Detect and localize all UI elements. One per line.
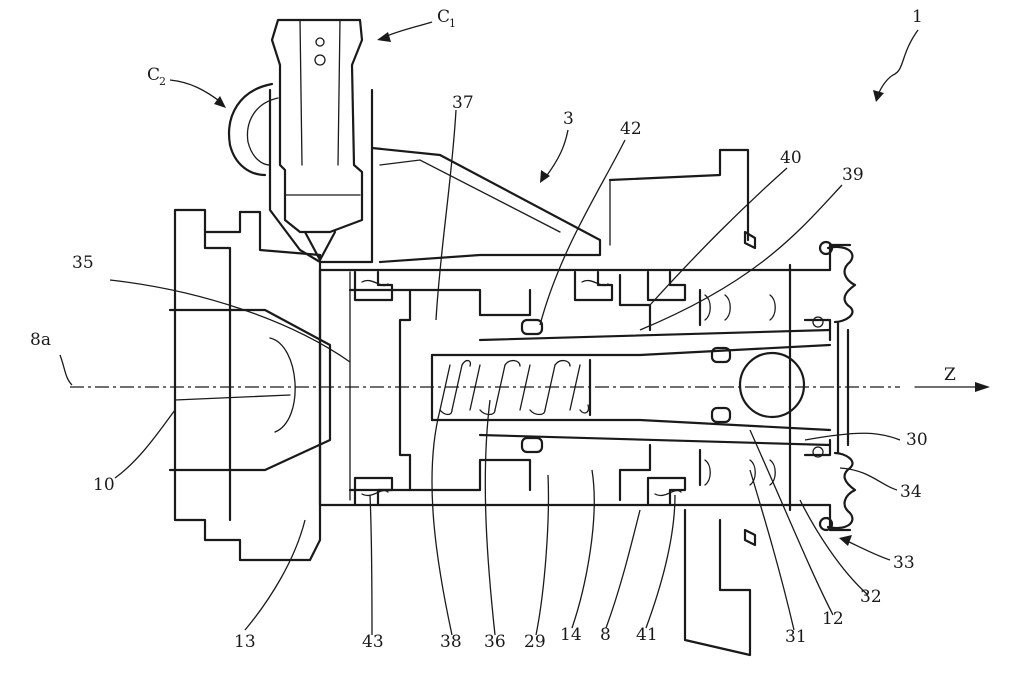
- label-8a: 8a: [30, 330, 51, 350]
- label-c2: C: [147, 65, 160, 85]
- label-40: 40: [780, 148, 802, 168]
- valve-ball: [738, 351, 806, 419]
- label-35: 35: [72, 253, 94, 273]
- lower-bracket: [683, 230, 757, 657]
- port-c1: [268, 18, 374, 264]
- label-39: 39: [842, 165, 864, 185]
- annotation-arrows: [169, 21, 919, 561]
- central-axis: [70, 382, 990, 392]
- label-37: 37: [452, 93, 474, 113]
- push-rod-sleeve: [430, 328, 832, 447]
- reference-labels: 1 C 1 C 2 3 37 42 40 39 35 8a Z 10 30 34…: [30, 7, 956, 652]
- label-30: 30: [906, 430, 928, 450]
- upper-fitting: [370, 146, 750, 264]
- label-32: 32: [860, 587, 882, 607]
- leader-lines: [59, 109, 901, 636]
- spring-36: [439, 359, 590, 416]
- label-42: 42: [620, 119, 642, 139]
- label-z: Z: [944, 365, 956, 385]
- label-36: 36: [484, 632, 506, 652]
- label-c1: C: [437, 7, 450, 27]
- label-14: 14: [560, 625, 582, 645]
- label-8: 8: [600, 625, 611, 645]
- label-38: 38: [440, 632, 462, 652]
- label-41: 41: [636, 625, 658, 645]
- end-flange: [168, 208, 332, 562]
- label-29: 29: [524, 632, 546, 652]
- piston-35: [348, 288, 532, 492]
- label-33: 33: [893, 553, 915, 573]
- label-c1-sub: 1: [449, 17, 456, 30]
- label-10: 10: [93, 475, 115, 495]
- clip-c2: [227, 82, 279, 177]
- o-rings: [520, 318, 732, 454]
- label-c2-sub: 2: [159, 75, 166, 88]
- label-fig-1: 1: [912, 7, 923, 27]
- label-34: 34: [900, 482, 922, 502]
- label-12: 12: [822, 609, 844, 629]
- seals: [353, 270, 687, 507]
- label-43: 43: [362, 632, 384, 652]
- bellows-34: [812, 240, 857, 532]
- label-31: 31: [785, 627, 807, 647]
- label-3: 3: [563, 109, 574, 129]
- housing-body: [318, 243, 852, 532]
- label-13: 13: [234, 632, 256, 652]
